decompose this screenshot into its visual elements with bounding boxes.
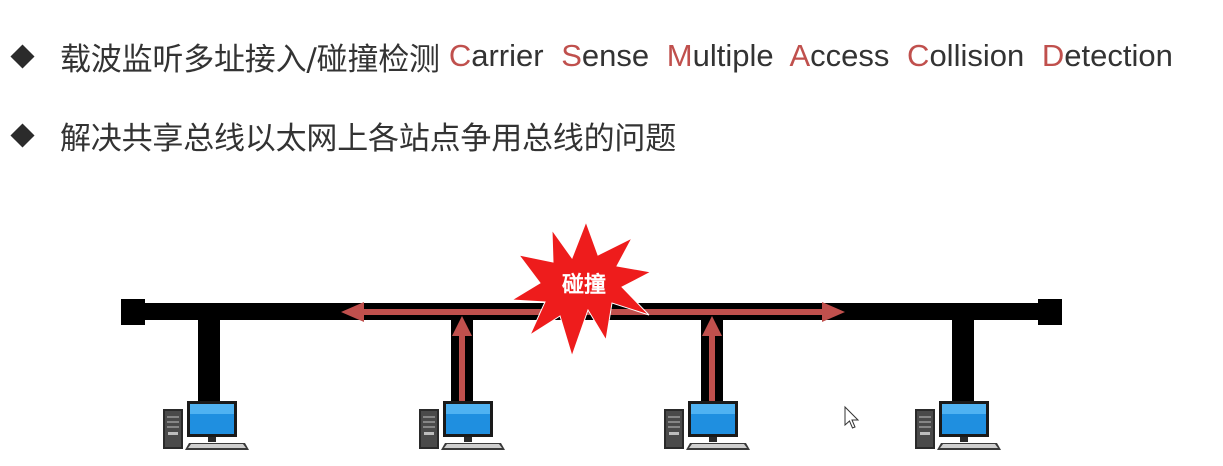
word-rest: ollision — [929, 38, 1025, 73]
english-word: Detection — [1042, 38, 1173, 73]
drop-cable — [952, 318, 974, 404]
word-rest: ultiple — [692, 38, 774, 73]
bullet-csma-cd: 载波监听多址接入/碰撞检测 Carrier Sense Multiple Acc… — [8, 31, 1173, 81]
bullet-text-english: Carrier Sense Multiple Access Collision … — [449, 38, 1173, 74]
collision-burst-icon: 碰撞 — [510, 220, 653, 358]
word-initial: C — [448, 38, 472, 73]
collision-label: 碰撞 — [562, 272, 606, 298]
word-initial: S — [561, 38, 582, 73]
computer-icon — [162, 400, 250, 451]
mouse-cursor-icon — [844, 405, 860, 429]
computer-icon — [663, 400, 751, 451]
english-word: Collision — [907, 38, 1024, 73]
drop-cable — [198, 318, 220, 404]
word-initial: M — [666, 38, 693, 73]
bullet-text-chinese: 载波监听多址接入/碰撞检测 — [60, 41, 440, 78]
english-word: Multiple — [667, 38, 774, 73]
word-rest: ense — [581, 38, 650, 73]
bullet-text-chinese: 解决共享总线以太网上各站点争用总线的问题 — [60, 120, 676, 157]
word-initial: A — [789, 38, 811, 73]
english-word: Sense — [561, 38, 649, 73]
word-rest: ccess — [810, 38, 890, 73]
word-initial: D — [1041, 38, 1065, 73]
english-word: Carrier — [449, 38, 544, 73]
bullet-shared-bus: 解决共享总线以太网上各站点争用总线的问题 — [8, 110, 676, 160]
computer-icon — [914, 400, 1002, 451]
signal-arrow-up — [452, 316, 472, 402]
word-initial: C — [907, 38, 930, 73]
signal-arrow-up — [702, 316, 722, 402]
english-word: Access — [789, 38, 889, 73]
computer-icon — [418, 400, 506, 451]
word-rest: etection — [1064, 38, 1173, 73]
word-rest: arrier — [471, 38, 544, 73]
